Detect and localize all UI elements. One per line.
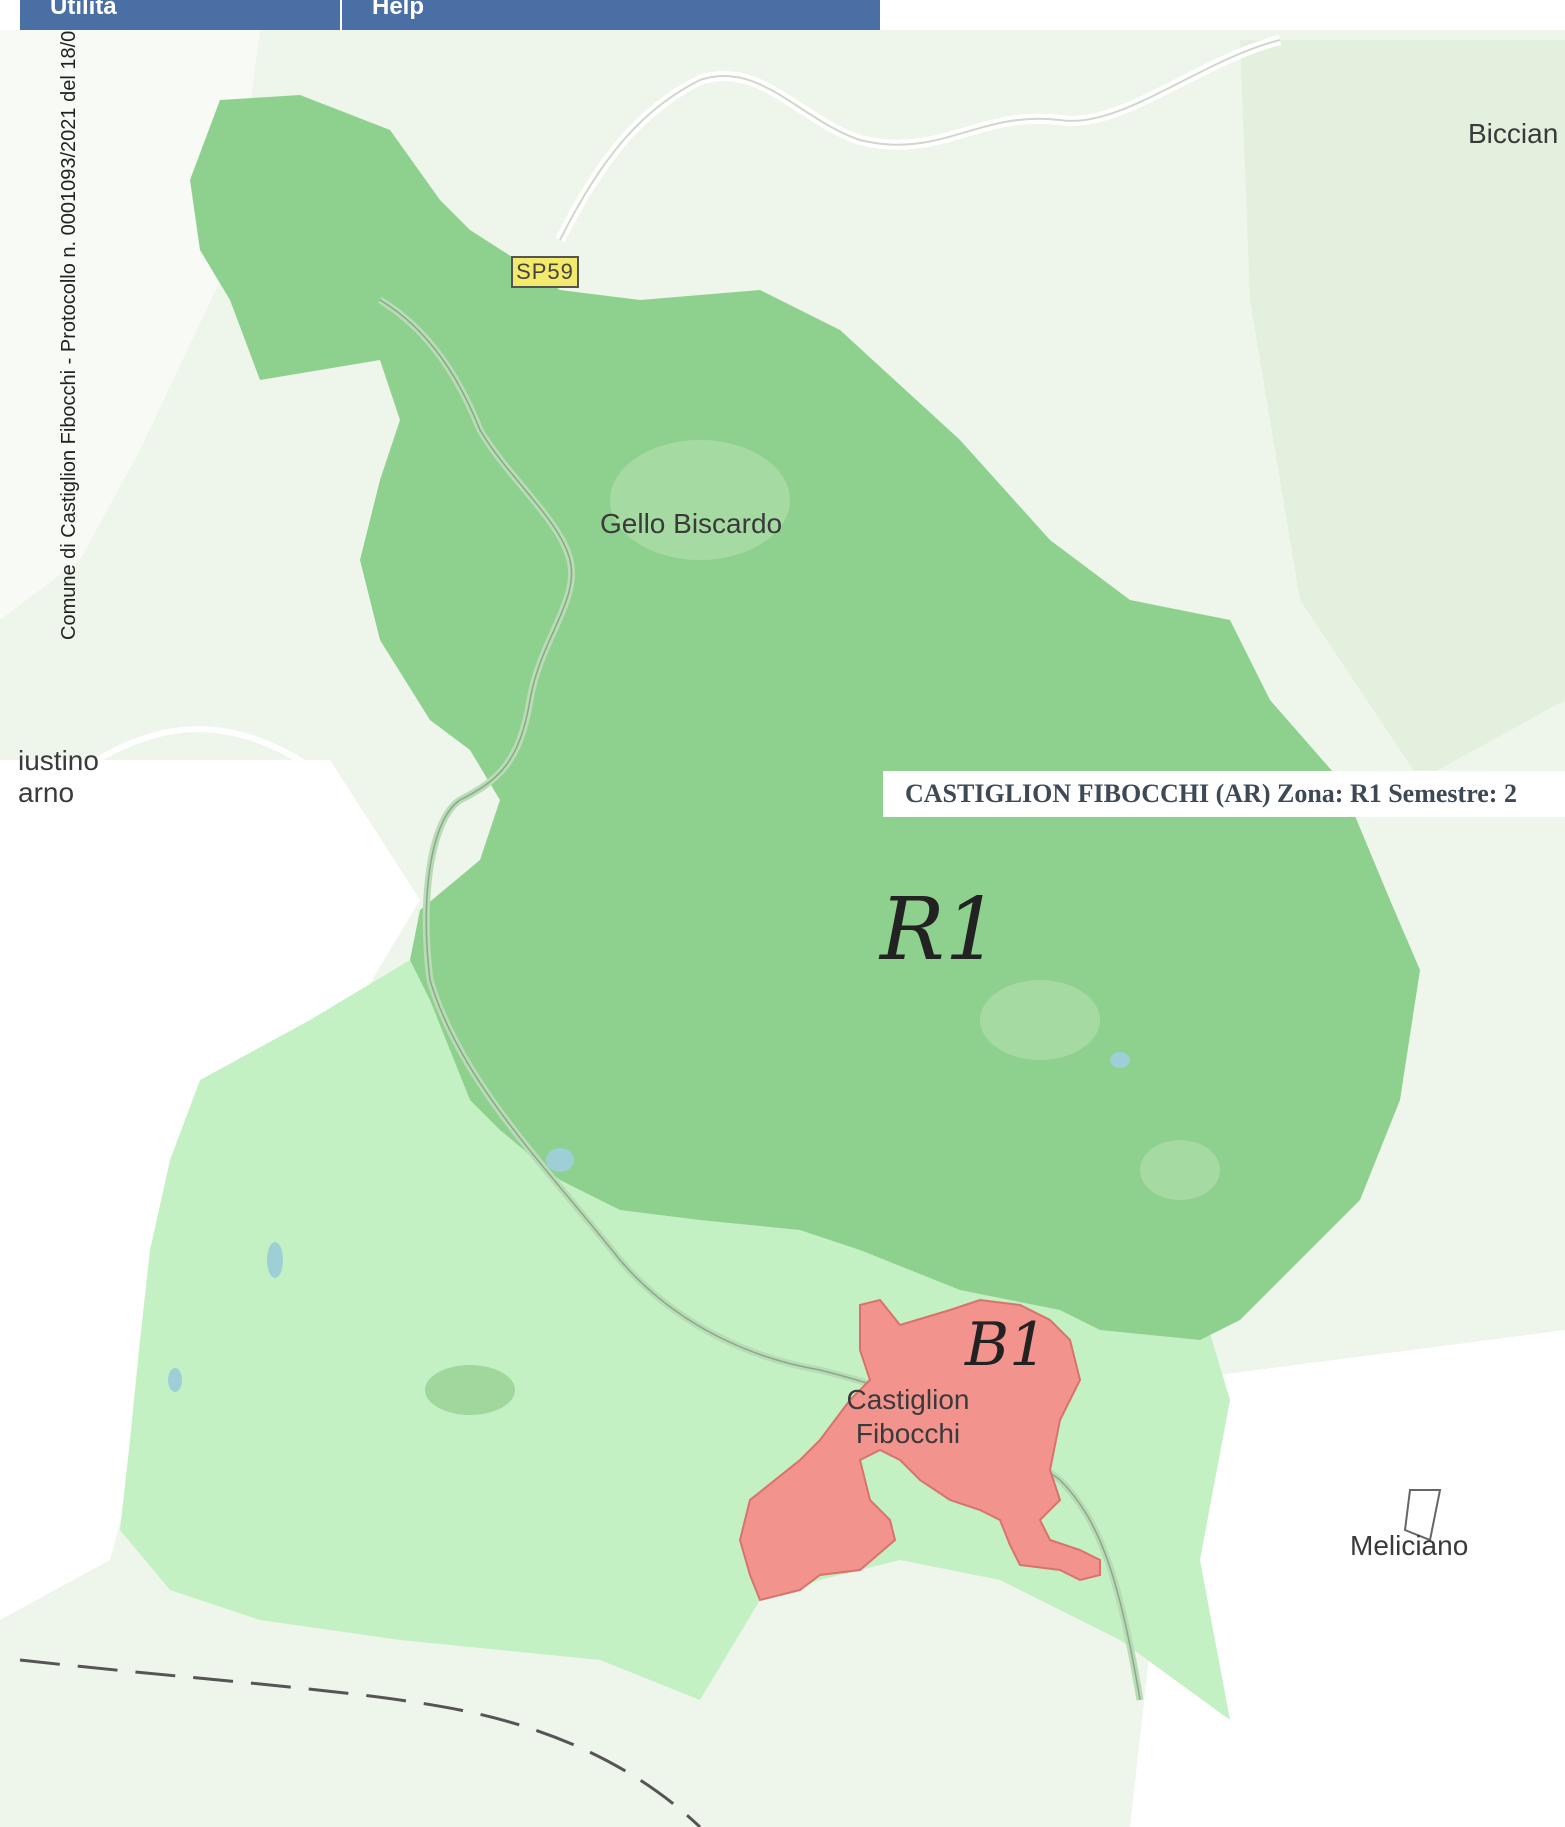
handwritten-r1: R1 <box>880 880 1000 980</box>
handwritten-b1: B1 <box>965 1310 1048 1380</box>
tab-help[interactable]: Help <box>372 0 425 20</box>
pond-3 <box>168 1368 182 1392</box>
basemap-wooded-ne <box>1240 40 1565 780</box>
basemap-white-area-se <box>1130 1330 1565 1827</box>
place-giustino-line2: arno <box>18 777 75 808</box>
zone-info-label: CASTIGLION FIBOCCHI (AR) Zona: R1 Semest… <box>883 771 1565 817</box>
zone-r1[interactable] <box>190 95 1420 1340</box>
map-pin-icon <box>1403 1489 1442 1542</box>
place-giustino-line1: iustino <box>18 745 99 776</box>
patch-clearing <box>610 440 790 560</box>
road-west <box>38 726 332 803</box>
toolbar: Utilità Help <box>20 0 880 30</box>
pond-4 <box>1110 1052 1130 1068</box>
zone-b1[interactable] <box>740 1300 1100 1600</box>
place-castiglion-line2: Fibocchi <box>855 1418 961 1449</box>
zone-outer[interactable] <box>120 960 1230 1720</box>
road-shield-sp59: SP59 <box>511 256 579 288</box>
pond <box>546 1148 574 1172</box>
place-bicciano: Biccian <box>1468 118 1559 149</box>
railway-line <box>19 1658 702 1827</box>
place-gello-biscardo: Gello Biscardo <box>600 508 783 539</box>
tab-utilita[interactable]: Utilità <box>20 0 342 30</box>
pond-2 <box>267 1242 283 1278</box>
place-castiglion-fibocchi: Castiglion Fibocchi <box>828 1383 988 1451</box>
patch-clearing-2 <box>980 980 1100 1060</box>
zone-b1-border <box>738 1298 1101 1602</box>
road-north-edge <box>559 39 1281 241</box>
patch-clearing-3 <box>1140 1140 1220 1200</box>
patch-outer <box>425 1365 515 1415</box>
protocol-stamp: Comune di Castiglion Fibocchi - Protocol… <box>58 30 80 640</box>
place-meliciano: Meliciano <box>1350 1530 1469 1561</box>
place-castiglion-line1: Castiglion <box>846 1384 970 1415</box>
